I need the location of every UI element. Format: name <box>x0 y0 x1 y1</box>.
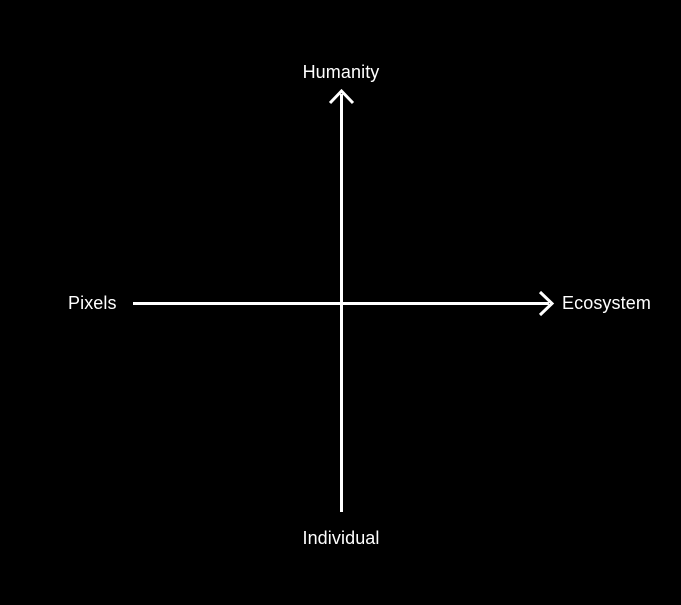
axis-label-individual: Individual <box>302 528 380 548</box>
vertical-axis-arrowhead <box>328 88 355 105</box>
horizontal-axis-arrowhead <box>538 290 555 317</box>
axis-label-humanity: Humanity <box>302 62 380 82</box>
axis-label-pixels: Pixels <box>68 293 117 313</box>
axis-label-ecosystem: Ecosystem <box>562 293 651 313</box>
